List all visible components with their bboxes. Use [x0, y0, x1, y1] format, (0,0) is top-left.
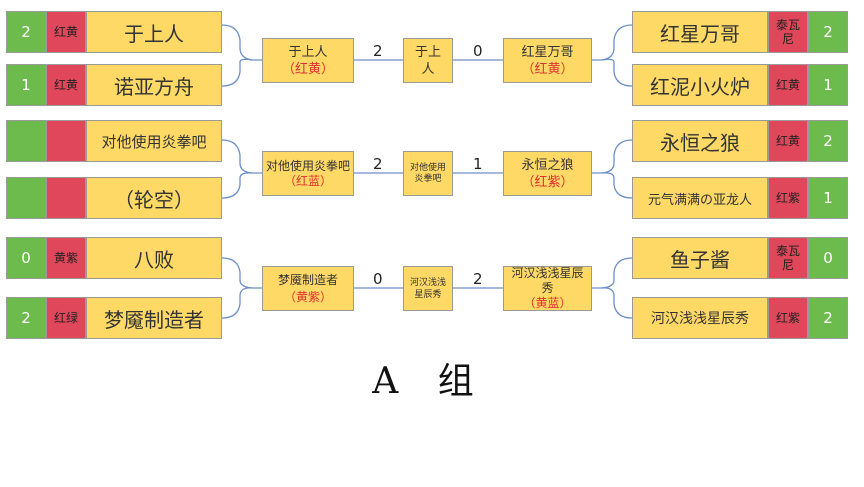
right-score: 2 [808, 297, 848, 339]
match-right-name: 红星万哥 [521, 44, 574, 60]
left-tag: 黄紫 [46, 237, 86, 279]
left-tag [46, 177, 86, 219]
left-player-name: 诺亚方舟 [86, 64, 222, 106]
match-left-score: 2 [373, 155, 383, 173]
match-winner-box: 河汉浅浅星辰秀 [403, 266, 453, 311]
match-left-colors: （黄紫） [283, 289, 332, 304]
left-tag: 红绿 [46, 297, 86, 339]
left-score: 2 [6, 11, 46, 53]
right-score: 2 [808, 120, 848, 162]
match-right-box: 红星万哥 （红黄） [503, 38, 592, 83]
right-player-name: 永恒之狼 [632, 120, 768, 162]
right-tag: 红紫 [768, 177, 808, 219]
left-tag [46, 120, 86, 162]
left-tag: 红黄 [46, 64, 86, 106]
match-right-name: 永恒之狼 [521, 157, 574, 173]
group-title: A 组 [372, 361, 488, 402]
right-player-name: 红泥小火炉 [632, 64, 768, 106]
match-right-colors: （红黄） [521, 61, 574, 77]
left-player-name: 于上人 [86, 11, 222, 53]
match-right-colors: （红紫） [521, 174, 574, 190]
match-right-box: 永恒之狼 （红紫） [503, 151, 592, 196]
match-winner-box: 对他使用炎拳吧 [403, 151, 453, 196]
left-player-name: （轮空） [86, 177, 222, 219]
match-left-name: 梦魇制造者 [277, 272, 338, 287]
match-right-score: 0 [473, 42, 483, 60]
right-score: 0 [808, 237, 848, 279]
left-player-name: 八败 [86, 237, 222, 279]
right-score: 1 [808, 64, 848, 106]
right-tag: 泰瓦尼 [768, 237, 808, 279]
left-score: 0 [6, 237, 46, 279]
match-left-score: 0 [373, 270, 383, 288]
right-score: 1 [808, 177, 848, 219]
right-tag: 红黄 [768, 64, 808, 106]
right-player-name: 元气满满の亚龙人 [632, 177, 768, 219]
match-left-box: 对他使用炎拳吧 （红蓝） [262, 151, 354, 196]
match-right-box: 河汉浅浅星辰秀 （黄蓝） [503, 266, 592, 311]
match-left-name: 于上人 [288, 44, 328, 60]
match-left-colors: （红黄） [281, 61, 334, 77]
right-tag: 泰瓦尼 [768, 11, 808, 53]
left-score: 2 [6, 297, 46, 339]
match-left-name: 对他使用炎拳吧 [266, 158, 351, 173]
match-right-score: 1 [473, 155, 483, 173]
match-right-colors: （黄蓝） [523, 296, 572, 310]
match-winner-box: 于上人 [403, 38, 453, 83]
match-left-box: 梦魇制造者 （黄紫） [262, 266, 354, 311]
right-tag: 红黄 [768, 120, 808, 162]
left-player-name: 对他使用炎拳吧 [86, 120, 222, 162]
right-score: 2 [808, 11, 848, 53]
left-score [6, 120, 46, 162]
left-score: 1 [6, 64, 46, 106]
match-left-score: 2 [373, 42, 383, 60]
right-player-name: 河汉浅浅星辰秀 [632, 297, 768, 339]
right-tag: 红紫 [768, 297, 808, 339]
match-right-name: 河汉浅浅星辰秀 [511, 266, 584, 295]
right-player-name: 鱼子酱 [632, 237, 768, 279]
right-player-name: 红星万哥 [632, 11, 768, 53]
match-left-colors: （红蓝） [283, 173, 332, 188]
left-player-name: 梦魇制造者 [86, 297, 222, 339]
left-tag: 红黄 [46, 11, 86, 53]
left-score [6, 177, 46, 219]
match-right-score: 2 [473, 270, 483, 288]
match-left-box: 于上人 （红黄） [262, 38, 354, 83]
